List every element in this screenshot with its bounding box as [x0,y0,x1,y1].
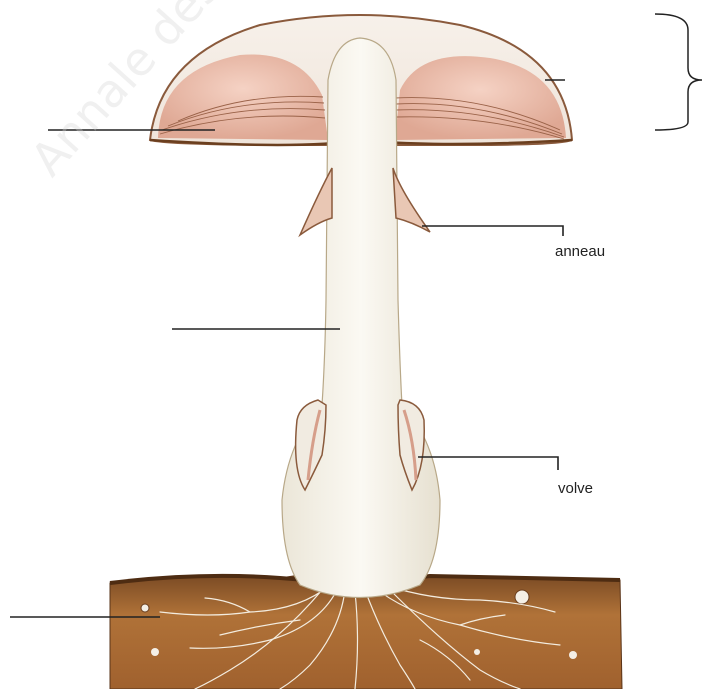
label-volve: volve [558,480,593,497]
leader-line-volve [418,457,558,470]
leader-line-anneau [422,226,563,236]
brace [655,14,702,130]
label-anneau: anneau [555,243,605,260]
